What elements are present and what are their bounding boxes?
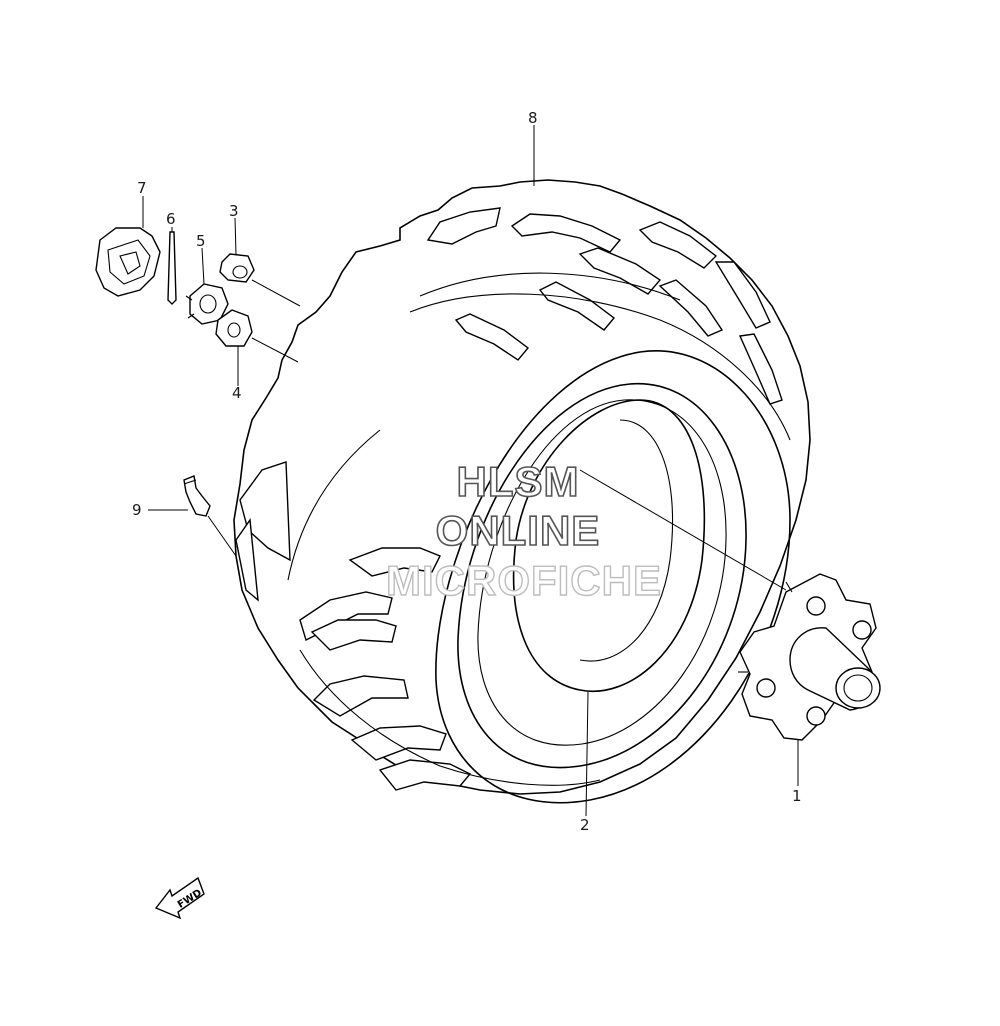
callout-8: 8 <box>528 109 538 127</box>
tread-band-inner <box>409 293 791 441</box>
callout-3: 3 <box>229 202 239 220</box>
rim-well <box>512 399 706 693</box>
wheel-hub[interactable] <box>738 573 881 741</box>
tread-band-lower <box>299 649 601 786</box>
tire[interactable] <box>233 179 811 804</box>
fwd-arrow-icon: FWD <box>154 876 205 920</box>
hub-cap[interactable] <box>95 227 161 297</box>
hub-spindle-end <box>835 667 881 709</box>
tire-sidewall <box>435 350 791 804</box>
tread-band-mid <box>419 272 681 301</box>
watermark-line-2: ONLINE <box>436 507 601 554</box>
watermark-line-1: HLSM <box>457 458 580 505</box>
watermark-line-3: MICROFICHE <box>386 557 662 604</box>
lug-nut[interactable] <box>219 253 255 283</box>
rim-inner-lip <box>477 399 727 746</box>
rim-outer-edge <box>457 382 747 769</box>
callout-2: 2 <box>580 816 590 834</box>
rim-well-inner <box>579 419 674 662</box>
tread-band-lower-2 <box>287 429 381 581</box>
tread-upper <box>426 207 783 405</box>
tire-outline <box>233 179 811 795</box>
washer[interactable] <box>215 309 253 347</box>
hub-stud-right <box>852 620 872 640</box>
hub-stud-left <box>756 678 776 698</box>
valve-stem[interactable] <box>183 475 211 517</box>
cotter-pin[interactable] <box>167 231 177 305</box>
callout-6: 6 <box>166 210 176 228</box>
callout-7: 7 <box>137 179 147 197</box>
callout-9: 9 <box>132 501 142 519</box>
callout-5: 5 <box>196 232 206 250</box>
castle-nut[interactable] <box>185 283 229 325</box>
callout-1: 1 <box>792 787 802 805</box>
hub-stud-top <box>806 596 826 616</box>
leader-lines <box>142 125 799 817</box>
hub-stud-bottom <box>806 706 826 726</box>
callout-4: 4 <box>232 384 242 402</box>
tread-lower <box>235 461 472 791</box>
